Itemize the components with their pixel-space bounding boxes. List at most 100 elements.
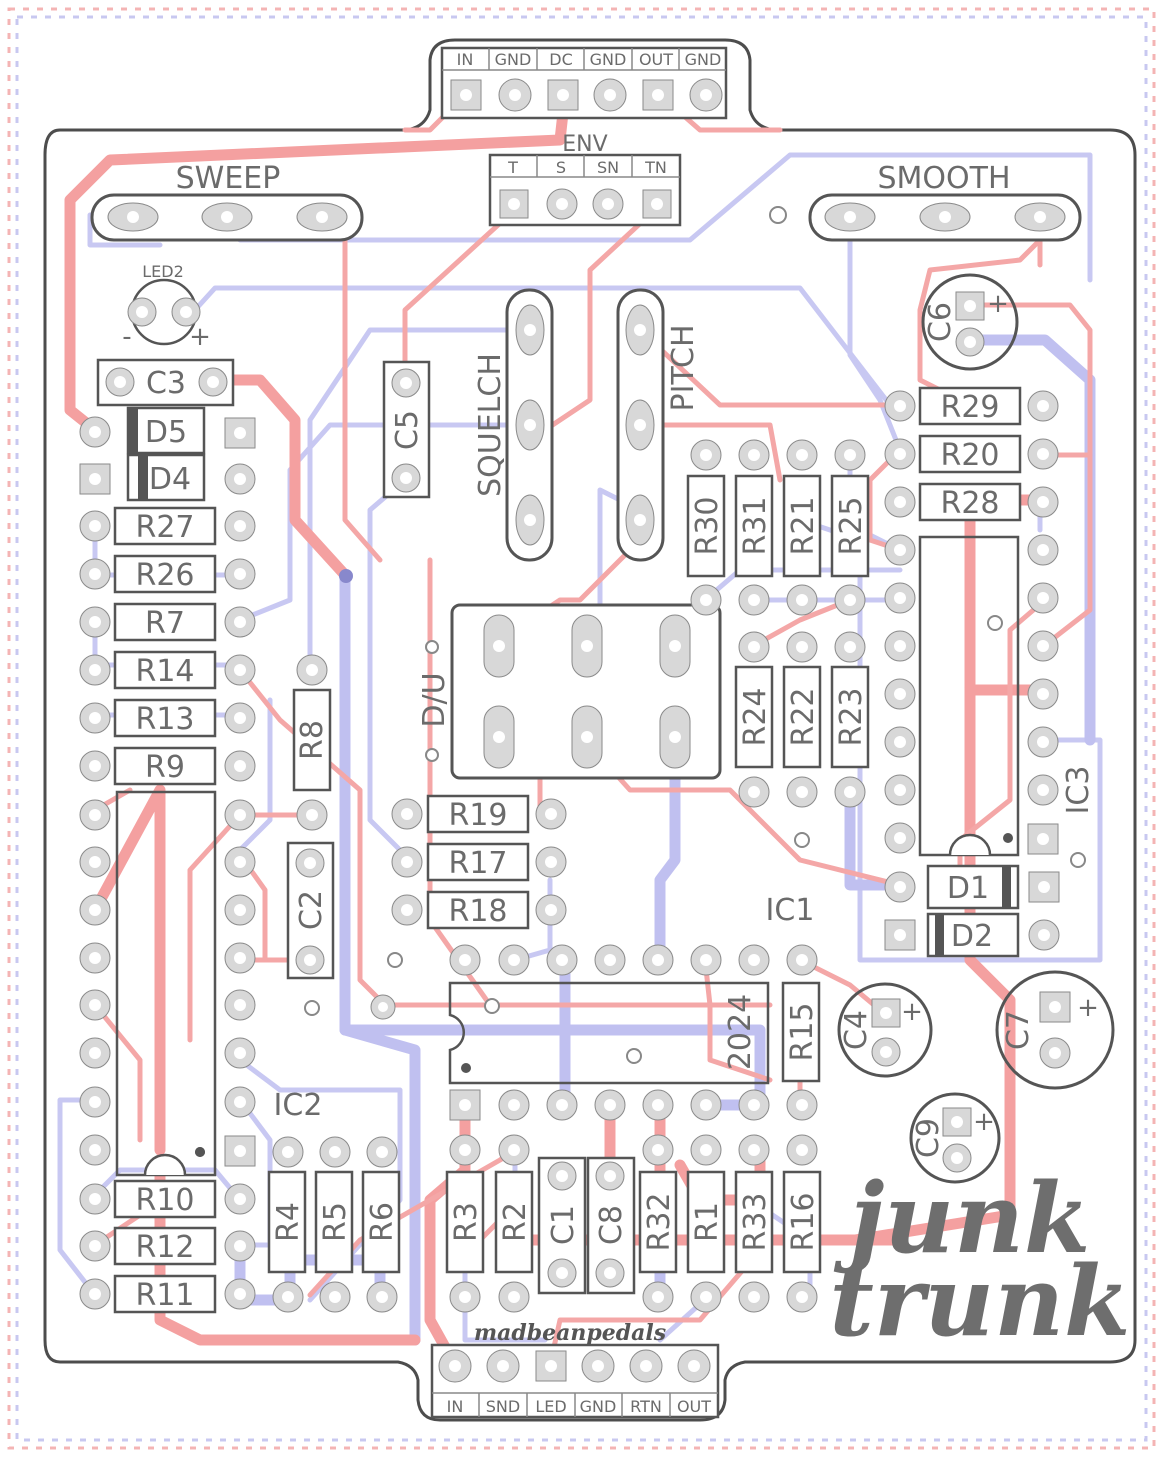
pot-pitch: PITCH	[616, 288, 701, 562]
diode-d4: D4	[79, 453, 256, 502]
bottom-header-label-rtn: RTN	[630, 1397, 662, 1416]
resistor-r14-label: R14	[135, 654, 194, 689]
resistor-r5-label: R5	[318, 1202, 353, 1242]
env-header: ENV T S SN TN	[488, 132, 682, 227]
resistor-r8-label: R8	[295, 720, 330, 760]
cap-c8-label: C8	[594, 1205, 629, 1245]
ic3: IC3	[884, 534, 1096, 868]
resistor-r10: R10	[79, 1179, 256, 1219]
pot-smooth: SMOOTH	[808, 161, 1082, 242]
ic1-label: IC1	[766, 893, 815, 928]
resistor-r23-label: R23	[834, 687, 869, 746]
resistor-r28-label: R28	[940, 486, 999, 521]
resistor-r16-label: R16	[786, 1192, 821, 1251]
cap-c6: + C6	[921, 273, 1019, 371]
resistor-r20-label: R20	[940, 438, 999, 473]
resistor-r3-label: R3	[449, 1202, 484, 1242]
outer-frame-red	[7, 7, 1156, 1450]
resistor-r11: R11	[79, 1274, 256, 1314]
cap-c9-label: C9	[911, 1118, 946, 1158]
resistor-r27-label: R27	[135, 510, 194, 545]
pot-squelch-label: SQUELCH	[473, 353, 508, 497]
junk-trunk-logo: junk trunk	[829, 1162, 1130, 1358]
pot-sweep: SWEEP	[90, 161, 364, 242]
cap-c9-plus: +	[973, 1107, 995, 1137]
resistor-r15: R15	[781, 981, 821, 1083]
led2-minus: -	[122, 322, 131, 352]
resistor-r9: R9	[79, 746, 256, 786]
vertical-resistors-bottom-mid: R3 R2 C1 C8 R32 R1 R33 R16	[445, 1134, 822, 1313]
led2-label: LED2	[142, 262, 184, 281]
cap-c6-label: C6	[923, 302, 958, 342]
resistor-r14: R14	[79, 650, 256, 690]
resistor-r17-label: R17	[448, 846, 507, 881]
led2-plus: +	[189, 322, 211, 352]
resistor-r8: R8	[292, 654, 332, 831]
diode-d5: D5	[79, 406, 256, 455]
pot-squelch: SQUELCH	[473, 288, 554, 562]
cap-c5: C5	[382, 360, 431, 499]
ic2-label: IC2	[274, 1088, 323, 1123]
logo-trunk: trunk	[829, 1245, 1130, 1358]
bottom-header-label-gnd: GND	[580, 1397, 617, 1416]
pot-sweep-label: SWEEP	[176, 161, 281, 196]
brand-label: madbeanpedals	[474, 1320, 666, 1346]
top-header-label-out: OUT	[639, 50, 673, 69]
resistor-r10-label: R10	[135, 1183, 194, 1218]
resistor-r25-label: R25	[834, 496, 869, 555]
cap-c5-label: C5	[390, 410, 425, 450]
resistor-r2-label: R2	[498, 1202, 533, 1242]
vertical-resistors-mid: R24 R22 R23	[734, 631, 870, 848]
resistor-r13-label: R13	[135, 702, 194, 737]
resistor-r6-label: R6	[365, 1202, 400, 1242]
led2: LED2 - +	[122, 262, 211, 352]
top-header-label-gnd3: GND	[685, 50, 722, 69]
resistor-r13: R13	[79, 698, 256, 738]
top-header-label-gnd2: GND	[590, 50, 627, 69]
resistors-r4-r6: R4 R5 R6	[267, 1136, 401, 1313]
cap-c4: + C4	[837, 982, 933, 1078]
switch-du-label: D/U	[417, 672, 452, 727]
resistor-r22-label: R22	[786, 687, 821, 746]
resistor-r18: R18	[391, 890, 567, 930]
cap-c4-label: C4	[839, 1010, 874, 1050]
diode-d4-label: D4	[149, 462, 191, 497]
resistor-r17: R17	[391, 842, 567, 882]
cap-c9: + C9	[909, 1092, 1001, 1184]
top-header-label-dc: DC	[549, 50, 573, 69]
bottom-header-label-in: IN	[447, 1397, 464, 1416]
resistor-r33-label: R33	[738, 1192, 773, 1251]
resistor-r30-label: R30	[690, 496, 725, 555]
bottom-header: madbeanpedals IN SND LED GND RTN OUT	[430, 1320, 720, 1419]
resistor-r7: R7	[79, 602, 256, 642]
top-header: IN GND DC GND OUT GND	[440, 46, 728, 120]
cap-c7: + C7	[995, 970, 1115, 1090]
bottom-header-label-snd: SND	[486, 1397, 520, 1416]
vertical-resistors-top: R30 R31 R21 R25	[686, 439, 870, 616]
resistor-r12: R12	[79, 1226, 256, 1266]
switch-du: D/U	[417, 603, 722, 780]
env-label-s: S	[556, 158, 566, 177]
outer-frame-blue	[15, 15, 1148, 1442]
resistor-r29: R29	[884, 386, 1059, 426]
ic3-label: IC3	[1061, 766, 1096, 815]
resistor-r9-label: R9	[145, 750, 185, 785]
resistor-r21-label: R21	[786, 496, 821, 555]
top-header-label-in: IN	[457, 50, 474, 69]
diode-d5-label: D5	[145, 415, 187, 450]
env-header-title: ENV	[562, 132, 607, 157]
diode-d1-label: D1	[947, 871, 989, 906]
resistor-r19-label: R19	[448, 798, 507, 833]
resistor-r15-label: R15	[785, 1002, 820, 1061]
resistor-r24-label: R24	[738, 687, 773, 746]
cap-c6-plus: +	[987, 289, 1009, 319]
resistor-r11-label: R11	[135, 1278, 194, 1313]
ic1: IC1 2024	[304, 893, 818, 1121]
pot-pitch-label: PITCH	[666, 324, 701, 411]
pot-smooth-label: SMOOTH	[877, 161, 1010, 196]
mounting-holes	[195, 206, 787, 1157]
ic2: IC2	[79, 790, 323, 1177]
resistor-r26: R26	[79, 554, 256, 594]
diode-d2: D2	[884, 912, 1060, 958]
env-label-t: T	[507, 158, 518, 177]
